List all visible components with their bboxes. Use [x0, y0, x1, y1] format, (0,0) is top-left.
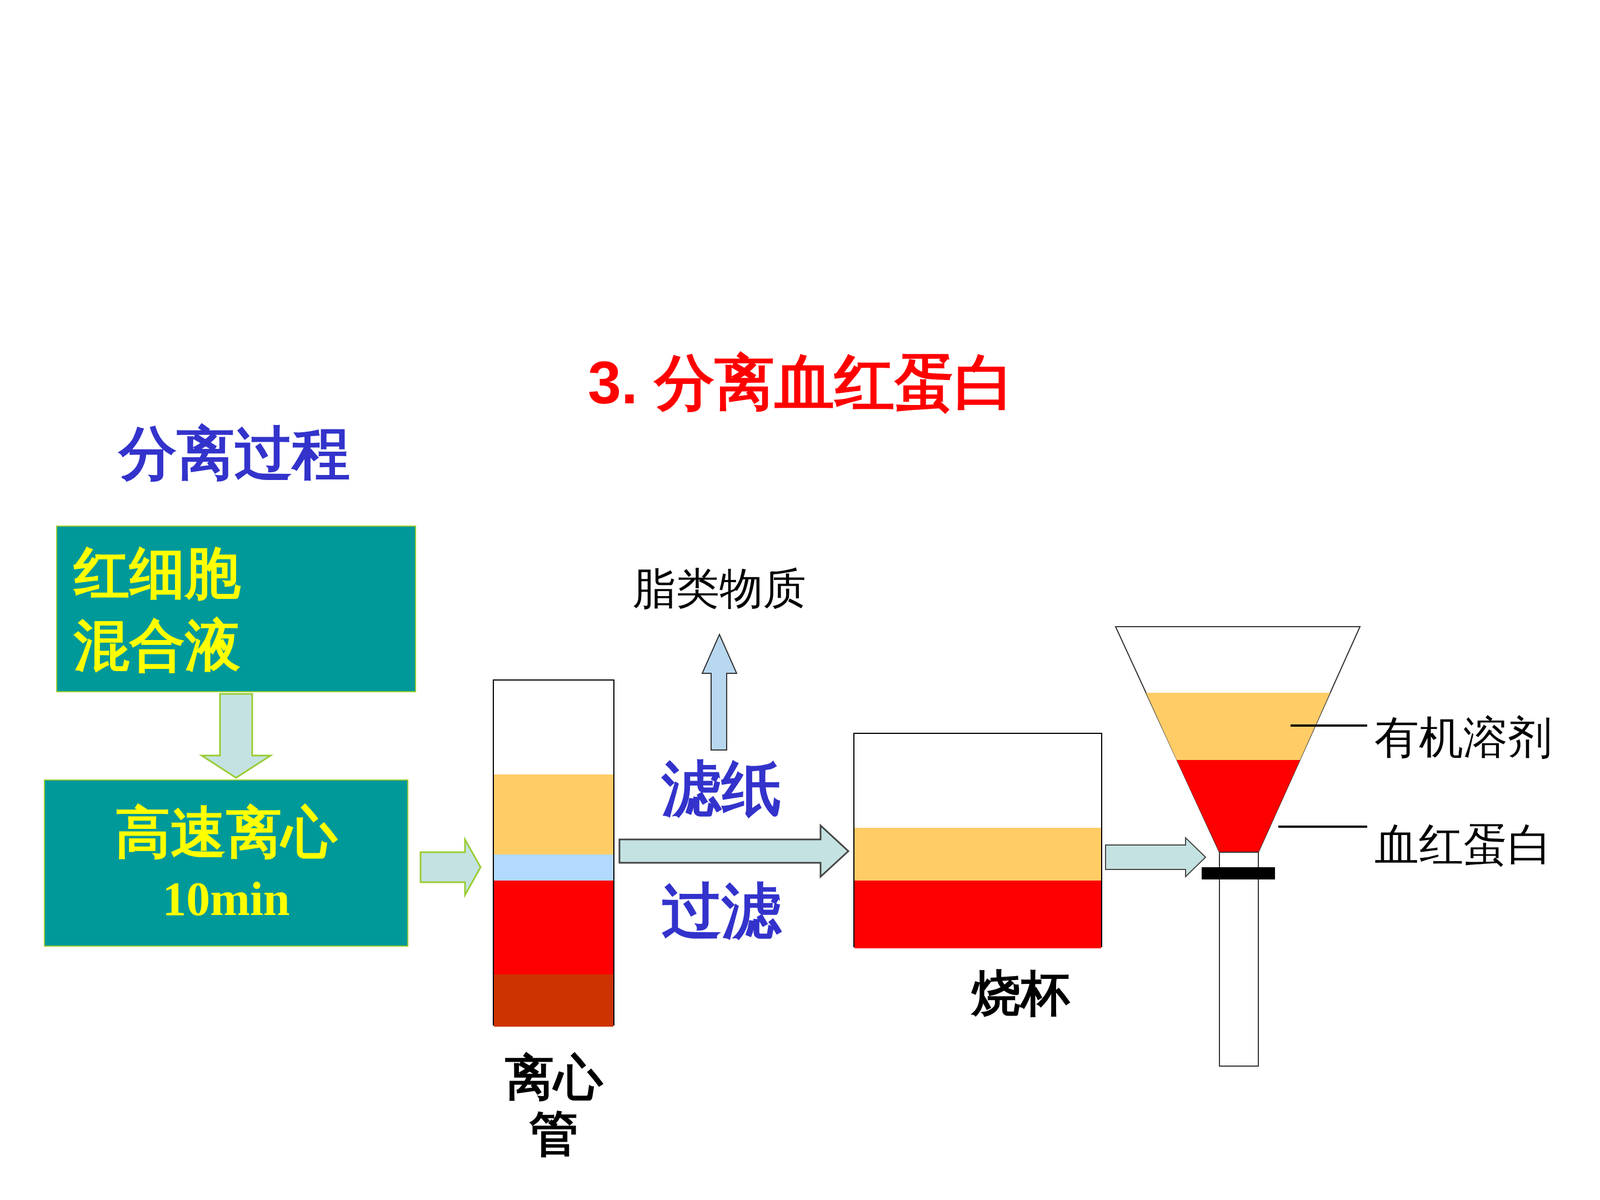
part-label: 血红蛋白 — [1372, 819, 1555, 871]
vessel-label: 烧杯 — [971, 965, 1070, 1022]
title: 3. 分离血红蛋白 — [587, 348, 1015, 418]
centrifuge-tube: 离心管 — [492, 679, 615, 1026]
liquid-layer — [854, 827, 1102, 881]
part-label: 有机溶剂 — [1372, 712, 1555, 764]
lipid-arrow — [702, 634, 737, 750]
funnel-cone — [1115, 626, 1360, 853]
process-box: 红细胞 混合液 — [56, 525, 417, 693]
stopcock — [1201, 867, 1275, 880]
liquid-layer — [854, 733, 1102, 828]
vessel-label: 离心管 — [500, 1049, 608, 1162]
process-box: 高速离心10min — [43, 779, 409, 947]
section-heading: 分离过程 — [116, 420, 353, 488]
separatory-funnel — [1115, 626, 1360, 1067]
flow-arrow — [619, 825, 849, 877]
edge-label: 滤纸 — [659, 754, 784, 824]
product-label: 脂类物质 — [630, 563, 809, 614]
step-label: 过滤 — [659, 876, 784, 946]
pour-arrow — [1105, 837, 1206, 877]
flow-arrow — [420, 839, 481, 895]
leader-line — [1290, 724, 1368, 727]
liquid-layer — [493, 680, 614, 775]
box-text: 红细胞 混合液 — [73, 536, 252, 682]
leader-line — [1278, 825, 1368, 828]
liquid-layer — [493, 974, 614, 1027]
box-text: 10min — [162, 868, 290, 931]
box-text: 高速离心 — [115, 796, 338, 869]
funnel-stem — [1219, 852, 1259, 1067]
beaker: 烧杯 — [853, 732, 1103, 948]
liquid-layer — [493, 774, 614, 855]
hemoglobin-layer — [1176, 760, 1300, 853]
liquid-layer — [493, 880, 614, 975]
flow-arrow — [201, 693, 271, 778]
liquid-layer — [854, 880, 1102, 949]
liquid-layer — [493, 854, 614, 881]
